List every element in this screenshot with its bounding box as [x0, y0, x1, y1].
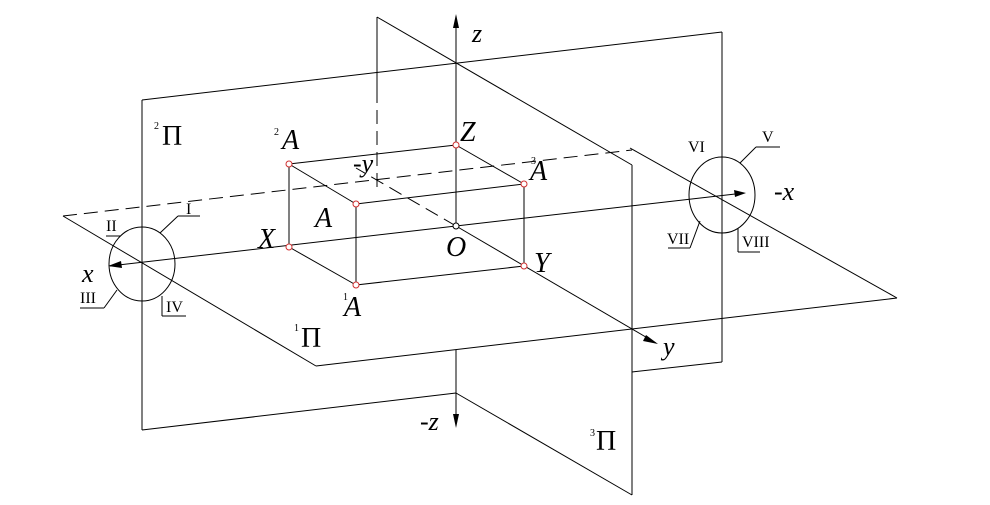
- label-a3: A: [528, 156, 548, 187]
- axis-label-y: y: [660, 332, 675, 361]
- label-p1: Π: [301, 323, 321, 354]
- label-p2-sup: 2: [154, 121, 159, 132]
- axis-label-neg-z: -z: [420, 407, 439, 436]
- octant-ellipse-right: [668, 146, 780, 253]
- axis-label-x: x: [81, 259, 94, 288]
- octant-label-i: I: [186, 201, 191, 218]
- octant-label-iii: III: [80, 290, 96, 307]
- projection-box: [288, 144, 525, 286]
- octant-label-viii: VIII: [742, 234, 770, 251]
- point-z: [452, 141, 460, 149]
- label-p3-sup: 3: [590, 428, 595, 439]
- axis-label-neg-y: -y: [353, 149, 374, 178]
- point-origin: [452, 222, 460, 230]
- label-a3-sup: 3: [531, 156, 536, 167]
- label-p3: Π: [596, 426, 616, 457]
- octant-label-vi: VI: [688, 139, 705, 156]
- horizontal-plane-p1: [62, 147, 898, 367]
- label-p2: Π: [162, 121, 182, 152]
- label-a2: A: [280, 125, 300, 156]
- point-a1: [352, 281, 360, 289]
- label-x: X: [257, 224, 276, 255]
- profile-plane-p3: [376, 16, 723, 496]
- label-a2-sup: 2: [274, 127, 279, 138]
- label-a1-sup: 1: [343, 292, 348, 303]
- frontal-plane-p2: [141, 31, 723, 431]
- axis-label-neg-x: -x: [774, 177, 795, 206]
- octant-label-v: V: [762, 129, 774, 146]
- label-y: Y: [534, 248, 553, 279]
- coordinate-axes: [108, 14, 746, 428]
- axis-label-z: z: [471, 19, 482, 48]
- octant-ellipse-left: [80, 215, 200, 317]
- label-o: O: [446, 232, 466, 263]
- label-a1: A: [342, 292, 362, 323]
- point-a2: [285, 160, 293, 168]
- octant-label-iv: IV: [166, 299, 183, 316]
- label-p1-sup: 1: [294, 323, 299, 334]
- point-a3: [520, 180, 528, 188]
- octant-label-ii: II: [106, 218, 117, 235]
- point-x: [285, 243, 293, 251]
- octant-label-vii: VII: [667, 231, 689, 248]
- label-z: Z: [460, 117, 476, 148]
- label-a: A: [313, 203, 333, 234]
- point-a: [352, 200, 360, 208]
- projection-points: [285, 141, 528, 289]
- point-y: [520, 262, 528, 270]
